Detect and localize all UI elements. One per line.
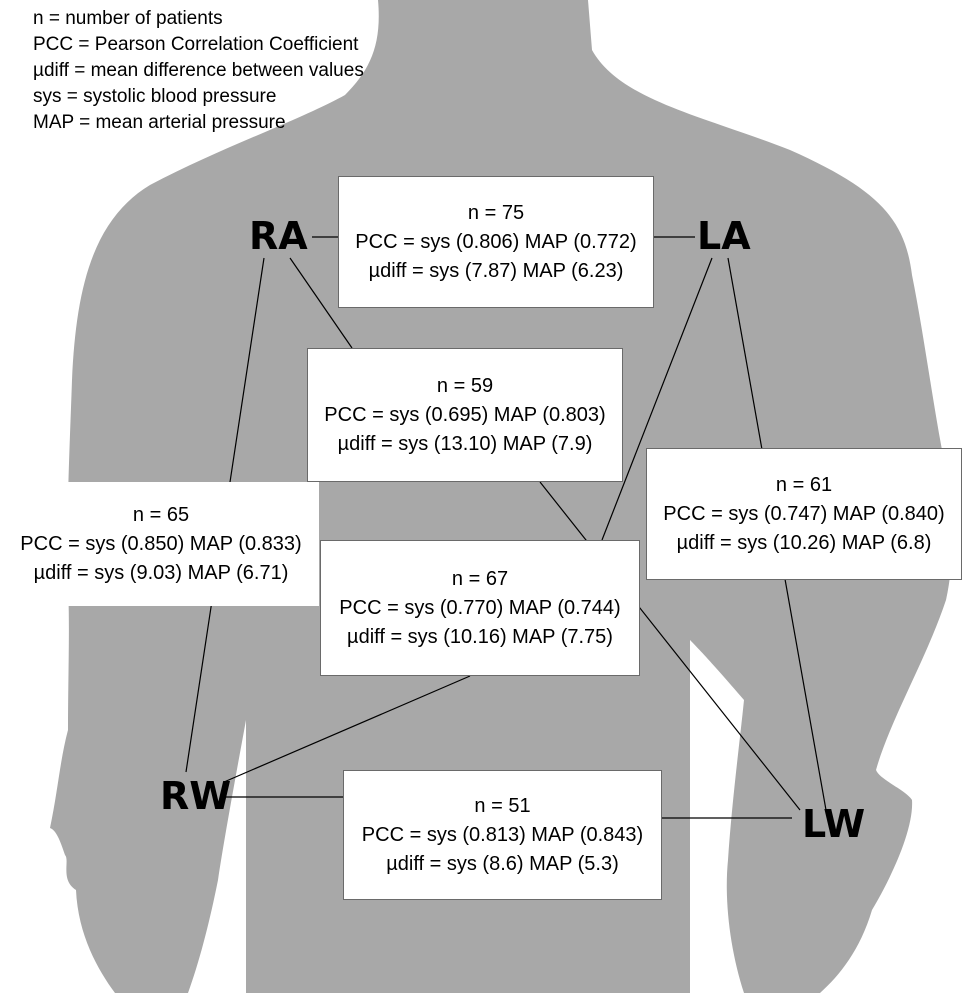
legend-item-pcc: PCC = Pearson Correlation Coefficient (33, 32, 364, 58)
comparison-box-la-rw: n = 67 PCC = sys (0.770) MAP (0.744) µdi… (320, 540, 640, 676)
legend-item-n: n = number of patients (33, 6, 364, 32)
comparison-n: n = 51 (344, 792, 661, 821)
comparison-pcc: PCC = sys (0.850) MAP (0.833) (3, 530, 319, 559)
comparison-n: n = 59 (308, 372, 622, 401)
comparison-pcc: PCC = sys (0.806) MAP (0.772) (339, 228, 653, 257)
site-label-la: LA (697, 216, 751, 256)
comparison-mudiff: µdiff = sys (9.03) MAP (6.71) (3, 559, 319, 588)
comparison-box-ra-la: n = 75 PCC = sys (0.806) MAP (0.772) µdi… (338, 176, 654, 308)
comparison-mudiff: µdiff = sys (10.26) MAP (6.8) (647, 529, 961, 558)
site-label-lw: LW (802, 804, 865, 844)
comparison-pcc: PCC = sys (0.813) MAP (0.843) (344, 821, 661, 850)
comparison-pcc: PCC = sys (0.747) MAP (0.840) (647, 500, 961, 529)
comparison-mudiff: µdiff = sys (10.16) MAP (7.75) (321, 623, 639, 652)
comparison-pcc: PCC = sys (0.695) MAP (0.803) (308, 401, 622, 430)
comparison-box-ra-rw: n = 65 PCC = sys (0.850) MAP (0.833) µdi… (3, 482, 319, 606)
legend-item-map: MAP = mean arterial pressure (33, 110, 364, 136)
legend: n = number of patients PCC = Pearson Cor… (33, 6, 364, 136)
comparison-mudiff: µdiff = sys (7.87) MAP (6.23) (339, 257, 653, 286)
comparison-mudiff: µdiff = sys (8.6) MAP (5.3) (344, 850, 661, 879)
comparison-pcc: PCC = sys (0.770) MAP (0.744) (321, 594, 639, 623)
comparison-box-la-lw: n = 61 PCC = sys (0.747) MAP (0.840) µdi… (646, 448, 962, 580)
comparison-n: n = 61 (647, 471, 961, 500)
site-label-ra: RA (249, 216, 308, 256)
comparison-n: n = 67 (321, 565, 639, 594)
comparison-mudiff: µdiff = sys (13.10) MAP (7.9) (308, 430, 622, 459)
comparison-n: n = 65 (3, 501, 319, 530)
comparison-box-rw-lw: n = 51 PCC = sys (0.813) MAP (0.843) µdi… (343, 770, 662, 900)
site-label-rw: RW (160, 776, 231, 816)
legend-item-mudiff: µdiff = mean difference between values (33, 58, 364, 84)
comparison-box-ra-lw: n = 59 PCC = sys (0.695) MAP (0.803) µdi… (307, 348, 623, 482)
comparison-n: n = 75 (339, 199, 653, 228)
legend-item-sys: sys = systolic blood pressure (33, 84, 364, 110)
